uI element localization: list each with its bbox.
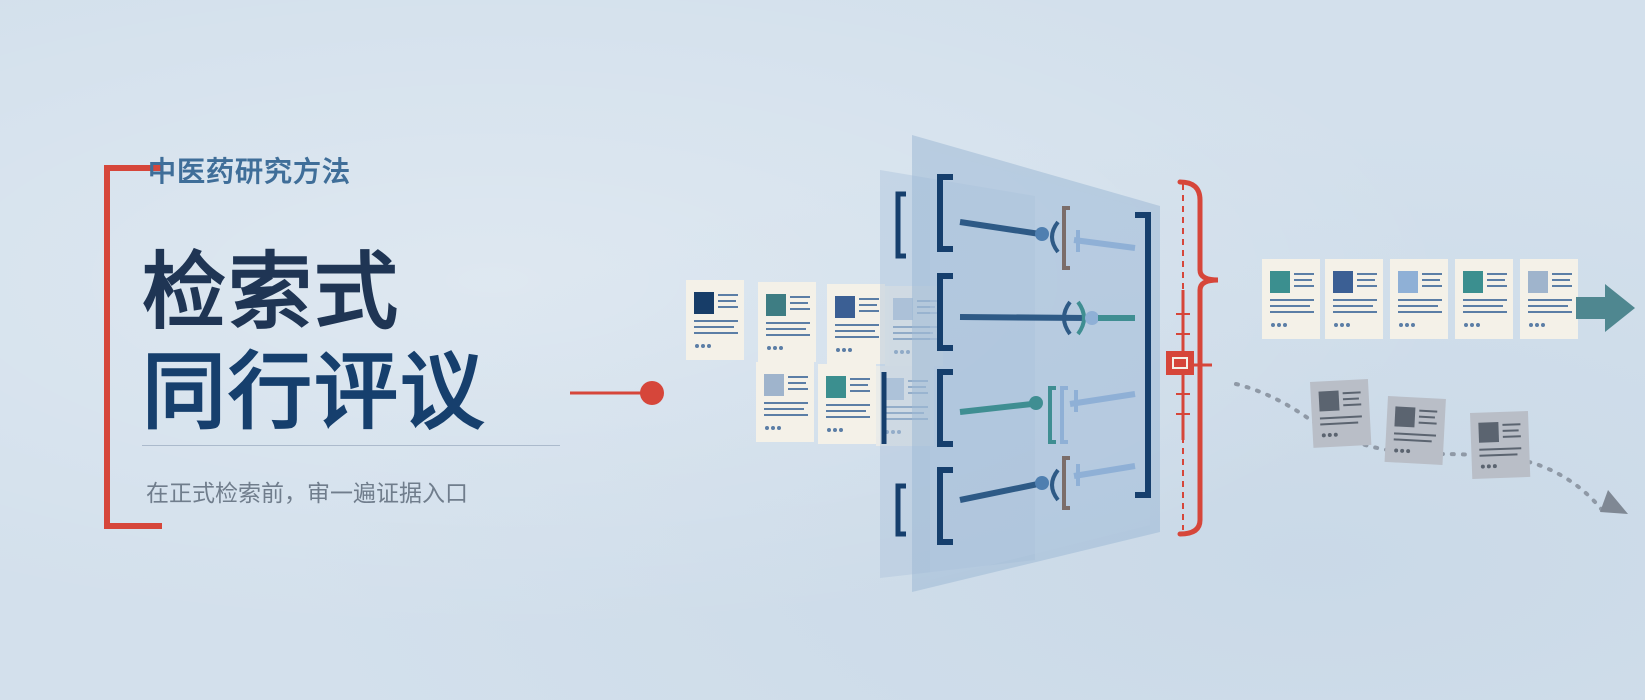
input-document-cards [686, 280, 943, 446]
red-threshold-slider [1166, 184, 1212, 530]
rejected-path-arrow-icon [1234, 382, 1628, 514]
curly-brace-selector [1177, 179, 1219, 537]
title-divider [142, 445, 560, 446]
rejected-document-cards [1310, 378, 1531, 479]
connector-line [570, 381, 664, 405]
series-eyebrow: 中医药研究方法 [148, 155, 352, 188]
boolean-bracket-filters [937, 174, 1151, 545]
back-panel-brackets [881, 191, 906, 537]
headline-line-1: 检索式 [142, 243, 401, 341]
title-frame-bracket [104, 165, 162, 529]
headline-line-2: 同行评议 [142, 343, 487, 441]
output-document-cards [1262, 259, 1578, 339]
subtitle: 在正式检索前，审一遍证据入口 [146, 481, 468, 507]
output-arrow-icon [1576, 284, 1635, 332]
filter-glass-panels [880, 135, 1160, 592]
